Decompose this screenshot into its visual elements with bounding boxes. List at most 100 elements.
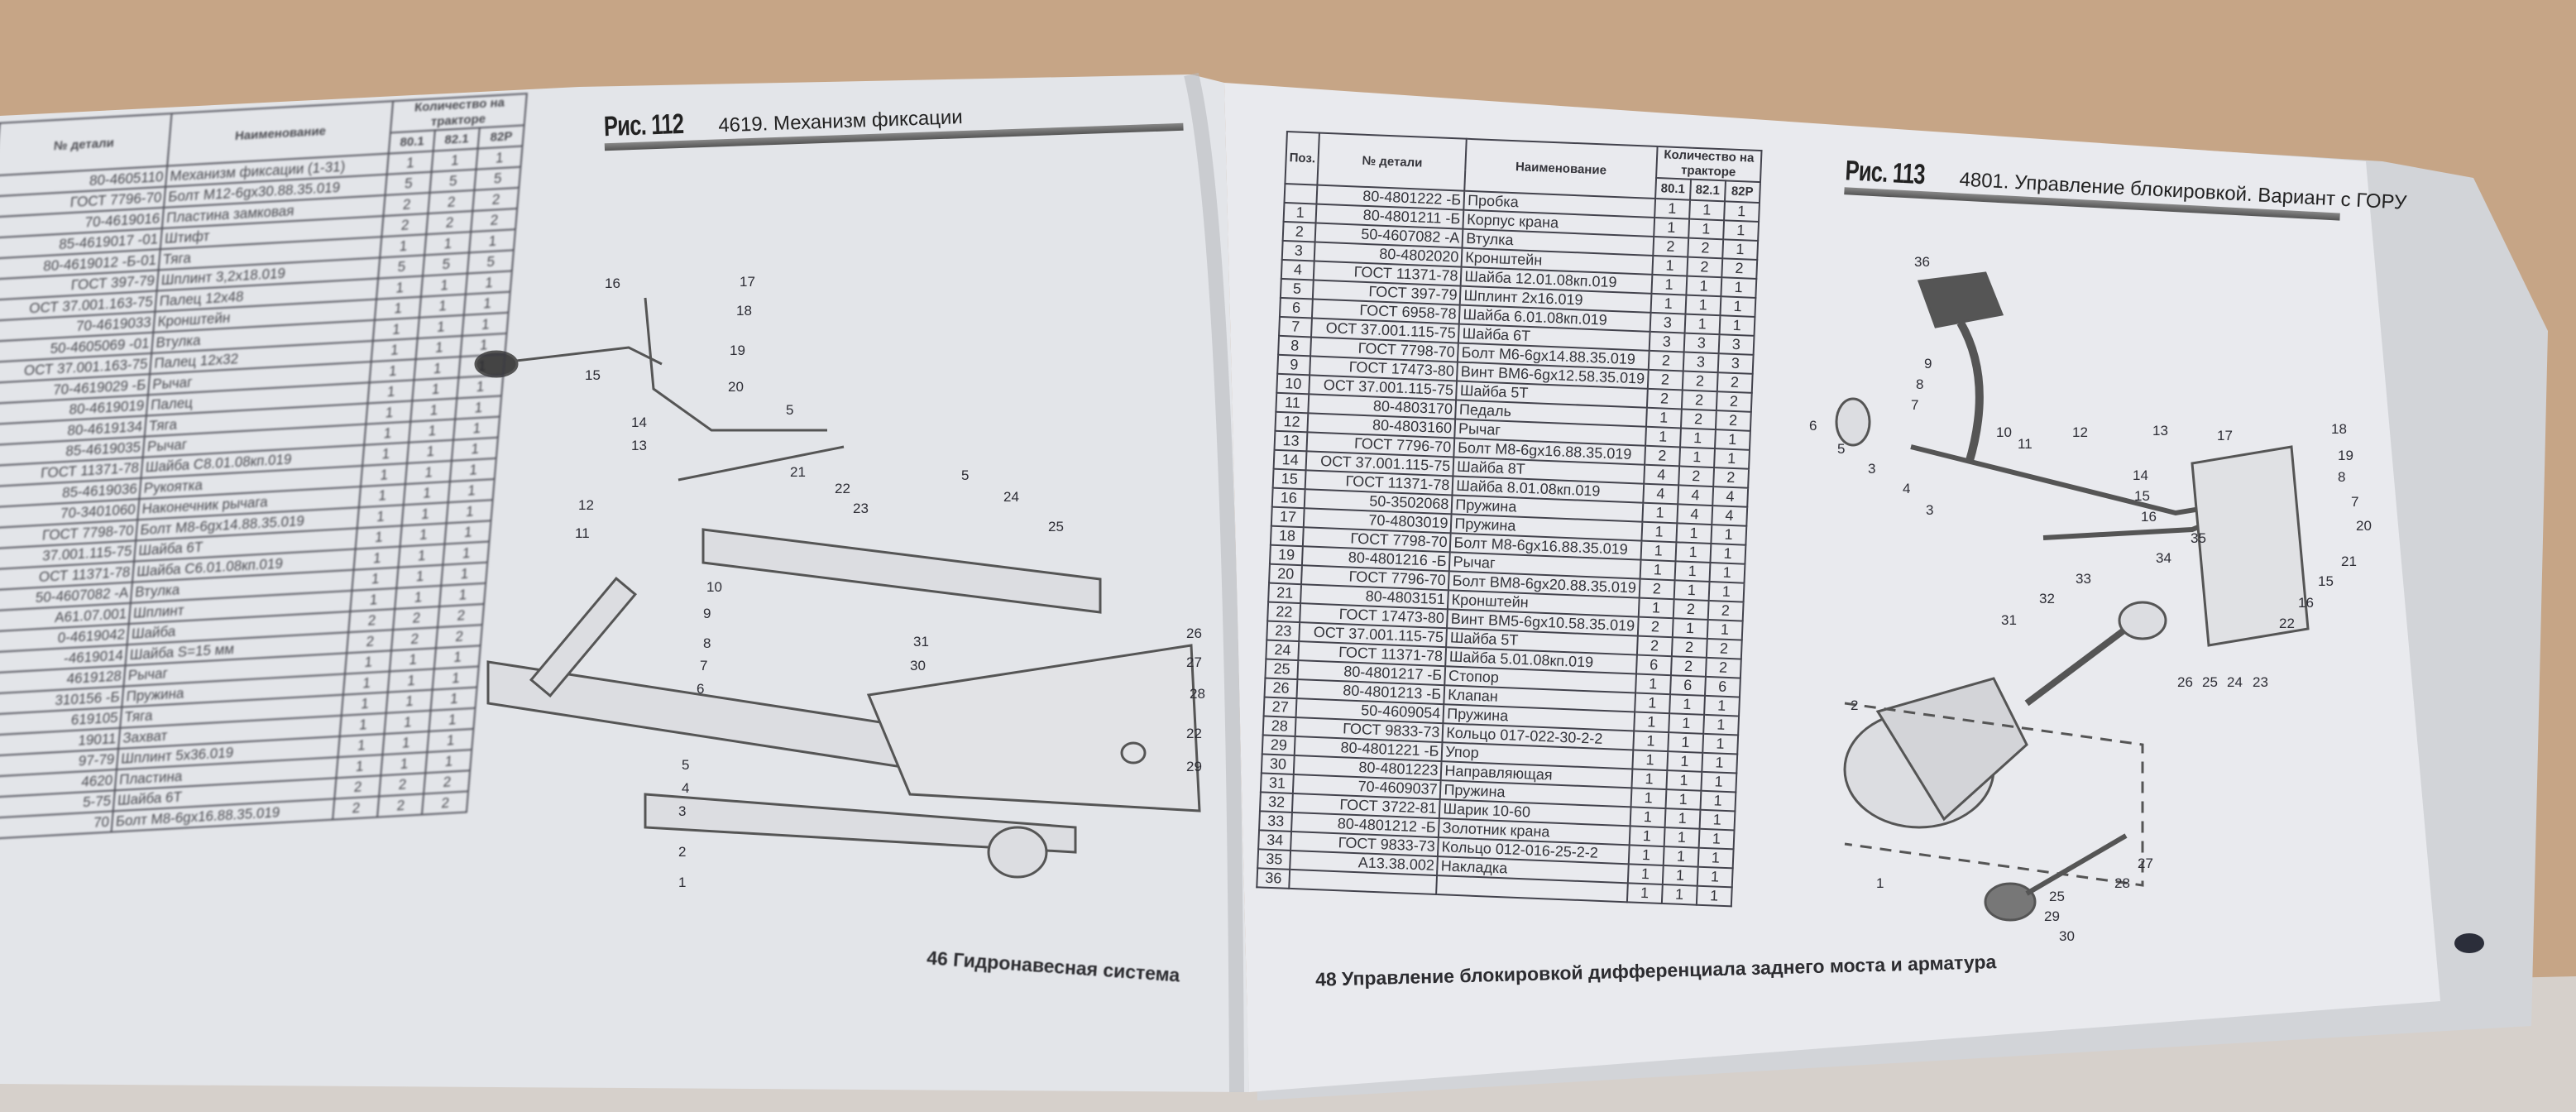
figure-number: Рис. 112 — [603, 108, 684, 143]
fig113-callout-label: 35 — [2191, 530, 2206, 546]
cell-quantity: 5 — [423, 252, 470, 276]
cell-quantity: 1 — [1633, 712, 1669, 733]
figure-112-drawing — [474, 297, 1201, 879]
cell-quantity: 1 — [1650, 293, 1687, 314]
cell-quantity: 2 — [1688, 237, 1723, 259]
cell-quantity: 1 — [1700, 790, 1736, 812]
cell-quantity: 1 — [1721, 277, 1757, 298]
cell-quantity: 2 — [334, 775, 381, 799]
cell-quantity: 4 — [1643, 483, 1678, 505]
cell-quantity: 2 — [383, 192, 430, 217]
fig112-callout-label: 4 — [682, 780, 689, 796]
cell-quantity: 2 — [1670, 656, 1707, 677]
cell-quantity: 3 — [1718, 334, 1755, 355]
cell-quantity: 1 — [1665, 789, 1702, 810]
header-model: 80.1 — [389, 130, 436, 154]
cell-quantity: 1 — [452, 437, 499, 461]
fig112-callout-label: 6 — [697, 681, 704, 697]
cell-quantity: 1 — [418, 314, 465, 338]
page-number-badge — [2454, 933, 2484, 953]
cell-pos: 28 — [1262, 716, 1296, 737]
cell-quantity: 1 — [1666, 770, 1702, 791]
cell-quantity: 1 — [1638, 597, 1674, 619]
cell-quantity: 1 — [362, 442, 409, 466]
cell-quantity: 2 — [1647, 369, 1683, 391]
cell-quantity: 1 — [434, 645, 481, 669]
cell-quantity: 2 — [428, 189, 475, 214]
cell-pos: 25 — [1265, 659, 1299, 680]
header-model: 82Р — [477, 125, 525, 149]
cell-quantity: 1 — [1710, 543, 1746, 564]
cell-quantity: 1 — [376, 276, 424, 300]
cell-quantity: 2 — [422, 791, 469, 815]
cell-quantity: 1 — [450, 458, 497, 482]
cell-quantity: 1 — [1723, 201, 1760, 222]
cell-quantity: 1 — [1654, 198, 1690, 219]
figure-113-drawing — [1835, 271, 2310, 922]
cell-pos: 2 — [1282, 221, 1316, 242]
cell-pos — [1284, 183, 1318, 204]
fig113-callout-label: 5 — [1837, 441, 1845, 457]
cell-pos: 23 — [1266, 621, 1300, 642]
fig113-callout-label: 11 — [2018, 436, 2033, 452]
fig112-callout-label: 5 — [682, 757, 689, 773]
cell-quantity: 1 — [1664, 808, 1701, 829]
cell-quantity: 1 — [373, 317, 420, 341]
fig113-callout-label: 27 — [2138, 856, 2153, 871]
cell-quantity: 1 — [439, 582, 486, 607]
cell-pos: 30 — [1261, 754, 1295, 774]
cell-pos: 16 — [1271, 487, 1306, 509]
figure-number: Рис. 113 — [1844, 155, 1926, 191]
fig113-callout-label: 19 — [2338, 448, 2353, 463]
fig113-callout-label: 16 — [2141, 509, 2157, 525]
cell-quantity: 1 — [1688, 218, 1724, 240]
cell-quantity: 1 — [1634, 693, 1670, 714]
cell-quantity: 2 — [1680, 409, 1717, 430]
fig113-callout-label: 3 — [1926, 502, 1933, 518]
cell-pos: 10 — [1276, 373, 1310, 395]
cell-pos: 31 — [1260, 773, 1295, 793]
cell-quantity: 1 — [338, 733, 385, 758]
cell-quantity: 1 — [1709, 562, 1745, 583]
cell-quantity: 2 — [1646, 388, 1683, 410]
cell-quantity: 1 — [410, 398, 457, 422]
cell-quantity: 1 — [404, 482, 451, 506]
cell-quantity: 2 — [1707, 600, 1744, 621]
cell-quantity: 1 — [1672, 618, 1708, 639]
fig113-callout-label: 3 — [1868, 461, 1875, 477]
cell-quantity: 1 — [455, 395, 502, 419]
header-quantity: Количество на тракторе — [1655, 146, 1762, 183]
fig113-callout-label: 4 — [1903, 481, 1910, 496]
cell-quantity: 1 — [1631, 769, 1668, 790]
fig113-callout-label: 12 — [2072, 424, 2088, 440]
cell-quantity: 5 — [429, 169, 476, 193]
cell-quantity: 1 — [1684, 314, 1721, 335]
cell-quantity: 2 — [381, 213, 429, 237]
fig113-callout-label: 33 — [2076, 571, 2091, 587]
cell-quantity: 1 — [460, 333, 507, 357]
fig113-callout-label: 21 — [2341, 554, 2357, 569]
fig113-callout-label: 23 — [2253, 674, 2268, 690]
fig113-callout-label: 8 — [1916, 376, 1923, 392]
cell-quantity: 2 — [1715, 410, 1751, 431]
cell-quantity: 1 — [415, 335, 462, 360]
fig113-callout-label: 29 — [2044, 908, 2060, 924]
header-part-number: № детали — [0, 113, 172, 176]
cell-quantity: 6 — [1704, 676, 1740, 697]
fig113-callout-label: 8 — [2338, 469, 2345, 485]
cell-pos: 35 — [1257, 849, 1291, 870]
cell-quantity: 1 — [427, 728, 474, 753]
cell-quantity: 1 — [1632, 750, 1669, 771]
cell-quantity: 1 — [1699, 809, 1736, 831]
cell-quantity: 1 — [340, 712, 387, 736]
cell-quantity: 1 — [1711, 525, 1747, 545]
fig113-callout-label: 16 — [2298, 595, 2314, 611]
cell-quantity: 1 — [1676, 523, 1712, 544]
fig112-callout-label: 1 — [678, 875, 686, 890]
cell-quantity: 1 — [407, 439, 454, 463]
fig113-callout-label: 7 — [2351, 494, 2358, 510]
cell-quantity: 1 — [1640, 540, 1677, 562]
cell-quantity: 1 — [448, 479, 496, 503]
